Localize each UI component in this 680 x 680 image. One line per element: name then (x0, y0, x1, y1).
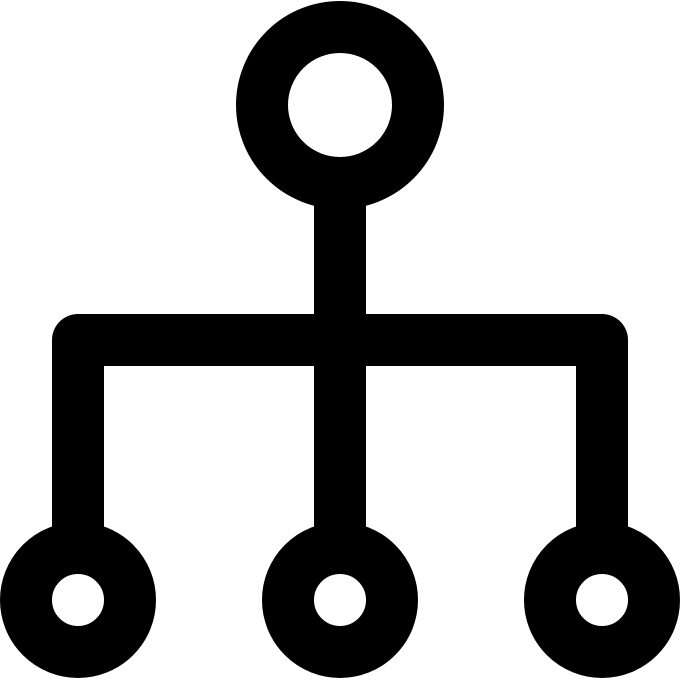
left-node-icon (0, 522, 156, 678)
right-node-icon (524, 522, 680, 678)
connector-lines (52, 200, 628, 530)
top-node-icon (236, 1, 444, 209)
center-node-icon (262, 522, 418, 678)
